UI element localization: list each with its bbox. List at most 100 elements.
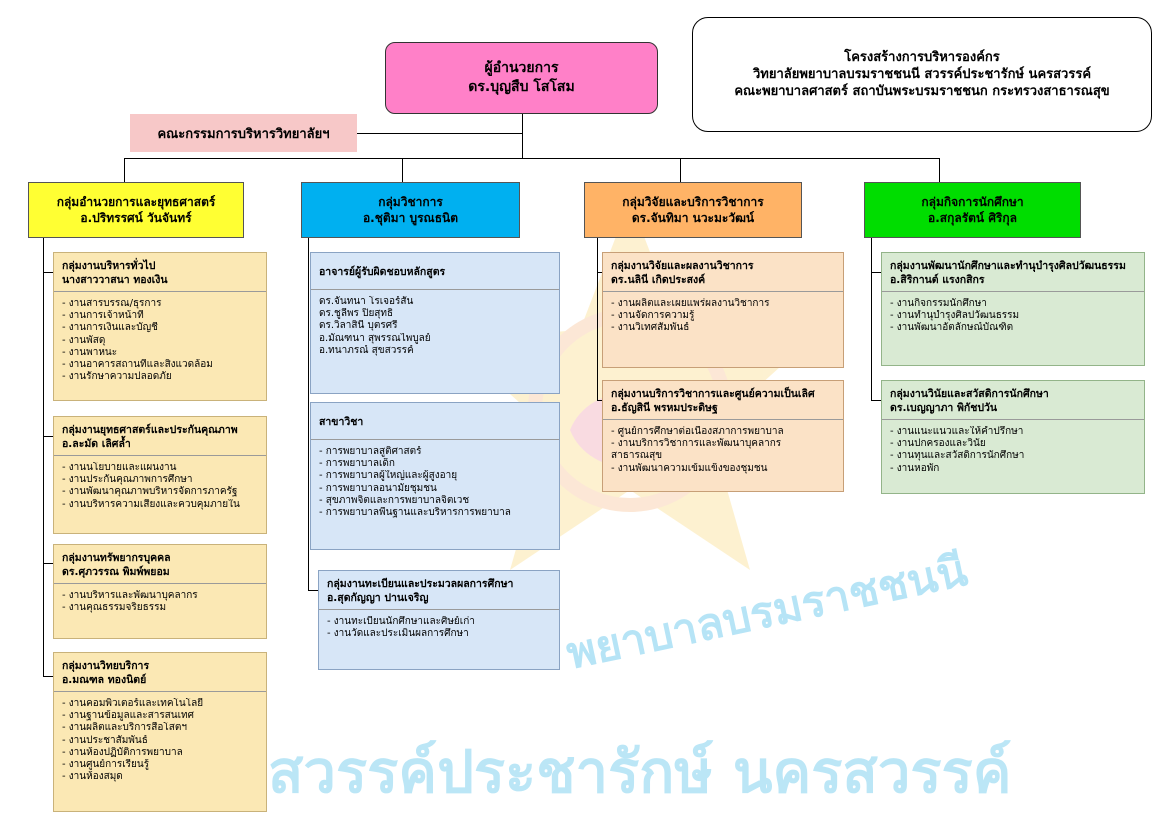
task-item: - งานประชาสัมพันธ์ [62,734,148,746]
faculty-item: อ.มัณฑนา สุพรรณไพบูลย์ [319,332,431,344]
department-item: - การพยาบาลอนามัยชุมชน [319,482,437,494]
connector-col4-b2 [871,400,881,401]
connector-group-1 [124,158,125,182]
department-item: - การพยาบาลผู้ใหญ่และผู้สูงอายุ [319,470,458,482]
org-title-line-2: วิทยาลัยพยาบาลบรมราชชนนี สวรรค์ประชารักษ… [752,67,1092,82]
sub-strategy-quality: กลุ่มงานยุทธศาสตร์และประกันคุณภาพอ.ละมัด… [53,416,267,534]
sub-head-name: อ.ละมัด เลิศล้ำ [62,438,131,450]
task-item: - งานอาคารสถานที่และสิ่งแวดล้อม [62,359,213,371]
task-item: - งานบริหารและพัฒนาบุคลากร [62,590,198,601]
task-item: - ศูนย์การศึกษาต่อเนื่องสภาการพยาบาล [611,426,784,437]
task-item: - งานผลิตและบริการสื่อโสตฯ [62,722,187,734]
task-item: - งานสารบรรณ/ธุรการ [62,298,162,309]
director-title: ผู้อำนวยการ [484,60,559,76]
sub-head-name: ดร.เบญญาภา พิกัชปวัน [890,402,998,414]
group-title: กลุ่มวิจัยและบริการวิชาการ [622,195,764,209]
sub-human-resources: กลุ่มงานทรัพยากรบุคคลดร.ศุภวรรณ พิมพ์พยอ… [53,544,267,639]
connector-horizontal [124,158,939,159]
group-title: กลุ่มอำนวยการและยุทธศาสตร์ [56,195,216,209]
task-item: สาธารณสุข [611,450,663,462]
connector-col2-trunk [308,238,309,590]
group-admin-strategy: กลุ่มอำนวยการและยุทธศาสตร์ อ.ปริทรรศน์ ว… [28,182,244,238]
sub-title: สาขาวิชา [319,416,364,428]
connector-col2-b1 [308,590,318,591]
connector-col1-b4 [43,676,53,677]
org-title-box: โครงสร้างการบริหารองค์กร วิทยาลัยพยาบาลบ… [692,17,1152,132]
sub-student-discipline: กลุ่มงานวินัยและสวัสดิการนักศึกษาดร.เบญญ… [881,380,1145,494]
sub-head-name: อ.สุดกัญญา ปานเจริญ [327,592,429,604]
director-name: ดร.บุญสืบ โสโสม [468,79,575,95]
group-research-service: กลุ่มวิจัยและบริการวิชาการ ดร.จันทิมา นว… [584,182,802,238]
task-item: - งานประกันคุณภาพการศึกษา [62,474,193,486]
task-item: - งานพัฒนาอัตลักษณ์บัณฑิต [890,322,1014,334]
sub-title: กลุ่มงานบริหารทั่วไป [62,260,156,272]
connector-director-down [522,114,523,158]
task-item: - งานพาหนะ [62,346,118,358]
task-item: - งานจัดการความรู้ [611,310,695,322]
task-item: - งานการเจ้าหน้าที่ [62,310,144,322]
connector-col4-b1 [871,272,881,273]
connector-col4-trunk [871,238,872,400]
connector-group-4 [939,158,940,182]
faculty-item: ดร.ชูลีพร ปิยสุทธิ์ [319,308,394,320]
task-item: - งานนโยบายและแผนงาน [62,462,177,473]
sub-title: กลุ่มงานวิทยบริการ [62,660,150,672]
group-head-name: อ.ปริทรรศน์ วันจันทร์ [80,211,192,225]
sub-title: กลุ่มงานยุทธศาสตร์และประกันคุณภาพ [62,424,238,436]
sub-title: กลุ่มงานทรัพยากรบุคคล [62,552,171,564]
task-item: - งานหอพัก [890,462,940,474]
sub-title: กลุ่มงานพัฒนานักศึกษาและทำนุบำรุงศิลปวัฒ… [890,260,1126,272]
group-academic: กลุ่มวิชาการ อ.ชุติมา บูรณธนิต [301,182,520,238]
faculty-item: ดร.วิลาสินี บุตรศรี [319,320,398,332]
connector-col1-trunk [43,238,44,676]
task-item: - งานห้องสมุด [62,771,123,783]
department-item: - สุขภาพจิตและการพยาบาลจิตเวช [319,494,470,506]
sub-academic-resources: กลุ่มงานวิทยบริการอ.มณฑล ทองนิตย์ - งานค… [53,652,267,812]
group-student-affairs: กลุ่มกิจการนักศึกษา อ.สกุลรัตน์ ศิริกุล [864,182,1081,238]
task-item: - งานกิจกรรมนักศึกษา [890,298,987,309]
sub-head-name: อ.มณฑล ทองนิตย์ [62,674,147,686]
sub-head-name: อ.ธัญสินี พรหมประดิษฐ [611,402,718,414]
task-item: - งานทุนและสวัสดิการนักศึกษา [890,450,1025,462]
committee-label: คณะกรรมการบริหารวิทยาลัยฯ [157,126,330,142]
connector-committee [357,133,523,134]
sub-title: อาจารย์ผู้รับผิดชอบหลักสูตร [319,266,446,278]
task-item: - งานวัดและประเมินผลการศึกษา [327,628,469,640]
sub-title: กลุ่มงานวินัยและสวัสดิการนักศึกษา [890,388,1049,400]
task-item: - งานบริหารความเสี่ยงและควบคุมภายใน [62,498,240,510]
sub-head-name: นางสาววาสนา ทองเงิน [62,274,168,286]
task-item: - งานคอมพิวเตอร์และเทคโนโลยี [62,698,204,709]
director-box: ผู้อำนวยการ ดร.บุญสืบ โสโสม [385,42,658,114]
task-item: - งานห้องปฏิบัติการพยาบาล [62,746,183,758]
sub-curriculum-faculty: อาจารย์ผู้รับผิดชอบหลักสูตร ดร.จันทนา โร… [310,252,560,394]
group-head-name: ดร.จันทิมา นวะมะวัฒน์ [631,211,755,225]
connector-col3-b2 [597,400,602,401]
connector-col3-trunk [597,238,598,400]
sub-research-works: กลุ่มงานวิจัยและผลงานวิชาการดร.นลินี เกิ… [602,252,844,368]
sub-title: กลุ่มงานทะเบียนและประมวลผลการศึกษา [327,578,514,590]
task-item: - งานวิเทศสัมพันธ์ [611,322,690,334]
faculty-item: อ.ทนาภรณ์ สุขสวรรค์ [319,344,414,356]
department-item: - การพยาบาลพื้นฐานและบริหารการพยาบาล [319,507,511,519]
task-item: - งานพัฒนาคุณภาพบริหารจัดการภาครัฐ [62,486,238,498]
sub-departments: สาขาวิชา - การพยาบาลสูติศาสตร์ - การพยาบ… [310,402,560,550]
task-item: - งานทะเบียนนักศึกษาและศิษย์เก่า [327,616,475,627]
task-item: - งานคุณธรรมจริยธรรม [62,602,167,614]
sub-title: กลุ่มงานวิจัยและผลงานวิชาการ [611,260,754,272]
org-title-line-3: คณะพยาบาลศาสตร์ สถาบันพระบรมราชชนก กระทร… [734,84,1110,99]
task-item: - งานผลิตและเผยแพร่ผลงานวิชาการ [611,298,770,309]
task-item: - งานบริการวิชาการและพัฒนาบุคลากร [611,438,782,450]
sub-general-admin: กลุ่มงานบริหารทั่วไปนางสาววาสนา ทองเงิน … [53,252,267,401]
department-item: - การพยาบาลสูติศาสตร์ [319,446,422,457]
task-item: - งานรักษาความปลอดภัย [62,371,172,383]
connector-col1-b1 [43,272,53,273]
task-item: - งานการเงินและบัญชี [62,322,158,334]
sub-head-name: ดร.นลินี เกิดประสงค์ [611,274,706,286]
connector-col1-b2 [43,436,53,437]
faculty-item: ดร.จันทนา โรเจอร์สัน [319,296,414,307]
connector-group-2 [402,158,403,182]
watermark-line2: สวรรค์ประชารักษ์ นครสวรรค์ [268,738,1012,806]
connector-col1-b3 [43,563,53,564]
sub-head-name: อ.สิริกานต์ แรงกสิกร [890,274,985,286]
group-title: กลุ่มกิจการนักศึกษา [921,195,1024,209]
